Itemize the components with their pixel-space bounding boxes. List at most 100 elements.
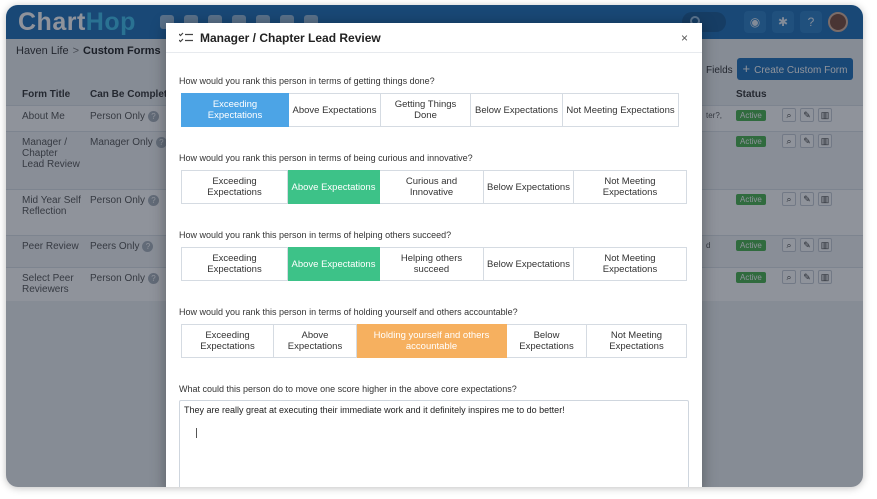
row-who: Person Only?: [90, 273, 160, 284]
search-icon[interactable]: ⌕: [782, 108, 796, 122]
option-not-meeting[interactable]: Not Meeting Expectations: [574, 247, 687, 281]
free-text-answer-value: They are really great at executing their…: [184, 405, 565, 415]
logo-chart-text: Chart: [18, 8, 86, 36]
row-question-snippet: d: [706, 241, 711, 250]
option-exceeding[interactable]: Exceeding Expectations: [181, 93, 289, 127]
row-actions: ⌕ ✎ ▥: [782, 270, 832, 284]
trash-icon[interactable]: ▥: [818, 134, 832, 148]
status-badge: Active: [736, 194, 766, 205]
row-question-snippet: ter?,: [706, 111, 723, 120]
row-form-title: Peer Review: [22, 241, 79, 252]
pencil-icon[interactable]: ✎: [800, 238, 814, 252]
help-icon[interactable]: ?: [800, 11, 822, 33]
question-icon: ?: [148, 111, 160, 122]
trash-icon[interactable]: ▥: [818, 238, 832, 252]
row-actions: ⌕ ✎ ▥: [782, 238, 832, 252]
question-icon: ?: [142, 241, 154, 252]
trash-icon[interactable]: ▥: [818, 108, 832, 122]
row-who: Peers Only?: [90, 241, 154, 253]
chartHop-logo[interactable]: ChartHop: [18, 8, 136, 37]
search-icon[interactable]: ⌕: [782, 192, 796, 206]
row-form-title: About Me: [22, 111, 65, 122]
search-icon[interactable]: ⌕: [782, 134, 796, 148]
status-badge: Active: [736, 272, 766, 283]
pencil-icon[interactable]: ✎: [800, 134, 814, 148]
eye-icon[interactable]: ◉: [744, 11, 766, 33]
option-middle[interactable]: Helping others succeed: [380, 247, 484, 281]
trash-icon[interactable]: ▥: [818, 270, 832, 284]
option-not-meeting[interactable]: Not Meeting Expectations: [574, 170, 687, 204]
row-who: Manager Only?: [90, 137, 167, 148]
row-who-label: Manager Only: [90, 137, 153, 149]
header-can-complete[interactable]: Can Be Complete: [90, 89, 173, 100]
question-icon: ?: [148, 195, 160, 206]
row-who: Person Only?: [90, 195, 160, 207]
option-above[interactable]: Above Expectations: [288, 247, 380, 281]
header-form-title[interactable]: Form Title: [22, 89, 71, 100]
rating-group-getting-things-done: Exceeding Expectations Above Expectation…: [181, 93, 679, 127]
option-above[interactable]: Above Expectations: [274, 324, 357, 358]
breadcrumb-root[interactable]: Haven Life: [16, 45, 69, 57]
question-free-text: What could this person do to move one sc…: [179, 384, 517, 394]
avatar[interactable]: [828, 12, 848, 32]
question-curious-innovative: How would you rank this person in terms …: [179, 153, 473, 163]
option-middle[interactable]: Getting Things Done: [381, 93, 471, 127]
breadcrumb: Haven Life>Custom Forms: [16, 41, 161, 61]
modal-header: Manager / Chapter Lead Review ×: [166, 23, 702, 53]
option-exceeding[interactable]: Exceeding Expectations: [181, 247, 288, 281]
close-icon[interactable]: ×: [681, 31, 689, 45]
option-below[interactable]: Below Expectations: [484, 170, 574, 204]
logo-hop-text: Hop: [85, 8, 136, 36]
header-status[interactable]: Status: [736, 89, 767, 100]
status-badge: Active: [736, 240, 766, 251]
row-actions: ⌕ ✎ ▥: [782, 192, 832, 206]
option-exceeding[interactable]: Exceeding Expectations: [181, 170, 288, 204]
option-below[interactable]: Below Expectations: [484, 247, 574, 281]
pencil-icon[interactable]: ✎: [800, 108, 814, 122]
modal-title: Manager / Chapter Lead Review: [200, 31, 381, 45]
search-icon[interactable]: ⌕: [782, 238, 796, 252]
option-middle[interactable]: Holding yourself and others accountable: [357, 324, 507, 358]
row-who: Person Only?: [90, 111, 160, 122]
question-helping-others: How would you rank this person in terms …: [179, 230, 452, 240]
row-actions: ⌕ ✎ ▥: [782, 134, 832, 148]
row-form-title: Manager / Chapter Lead Review: [22, 137, 80, 170]
table-header: Form Title Can Be Complete Status: [6, 85, 863, 105]
question-icon: ?: [148, 273, 160, 284]
question-accountable: How would you rank this person in terms …: [179, 307, 518, 317]
option-exceeding[interactable]: Exceeding Expectations: [181, 324, 274, 358]
text-caret: [196, 428, 197, 438]
pencil-icon[interactable]: ✎: [800, 270, 814, 284]
rating-group-accountable: Exceeding Expectations Above Expectation…: [181, 324, 687, 358]
question-icon: ?: [155, 137, 167, 148]
option-below[interactable]: Below Expectations: [507, 324, 587, 358]
checklist-icon: [179, 32, 193, 43]
breadcrumb-separator: >: [72, 45, 80, 57]
option-not-meeting[interactable]: Not Meeting Expectations: [563, 93, 679, 127]
search-icon[interactable]: ⌕: [782, 270, 796, 284]
row-who-label: Person Only: [90, 195, 146, 207]
rating-group-helping-others: Exceeding Expectations Above Expectation…: [181, 247, 687, 281]
row-form-title: Select Peer Reviewers: [22, 273, 74, 295]
option-below[interactable]: Below Expectations: [471, 93, 563, 127]
pencil-icon[interactable]: ✎: [800, 192, 814, 206]
option-not-meeting[interactable]: Not Meeting Expectations: [587, 324, 687, 358]
row-actions: ⌕ ✎ ▥: [782, 108, 832, 122]
gear-icon[interactable]: ✱: [772, 11, 794, 33]
plus-icon: +: [742, 61, 751, 76]
row-form-title: Mid Year Self Reflection: [22, 195, 81, 217]
review-modal: Manager / Chapter Lead Review × How woul…: [166, 23, 702, 487]
create-custom-form-label: Create Custom Form: [754, 65, 848, 76]
option-above[interactable]: Above Expectations: [288, 170, 380, 204]
app-window: ChartHop ◉ ✱ ? Haven Life>Custom Forms F…: [6, 5, 863, 487]
fields-link[interactable]: Fields: [706, 65, 733, 76]
option-middle[interactable]: Curious and Innovative: [380, 170, 484, 204]
free-text-answer-field[interactable]: They are really great at executing their…: [179, 400, 689, 487]
option-above[interactable]: Above Expectations: [289, 93, 381, 127]
create-custom-form-button[interactable]: +Create Custom Form: [737, 58, 853, 80]
row-who-label: Peers Only: [90, 241, 140, 253]
question-getting-things-done: How would you rank this person in terms …: [179, 76, 435, 86]
trash-icon[interactable]: ▥: [818, 192, 832, 206]
status-badge: Active: [736, 110, 766, 121]
topbar-actions: ◉ ✱ ?: [744, 11, 822, 33]
